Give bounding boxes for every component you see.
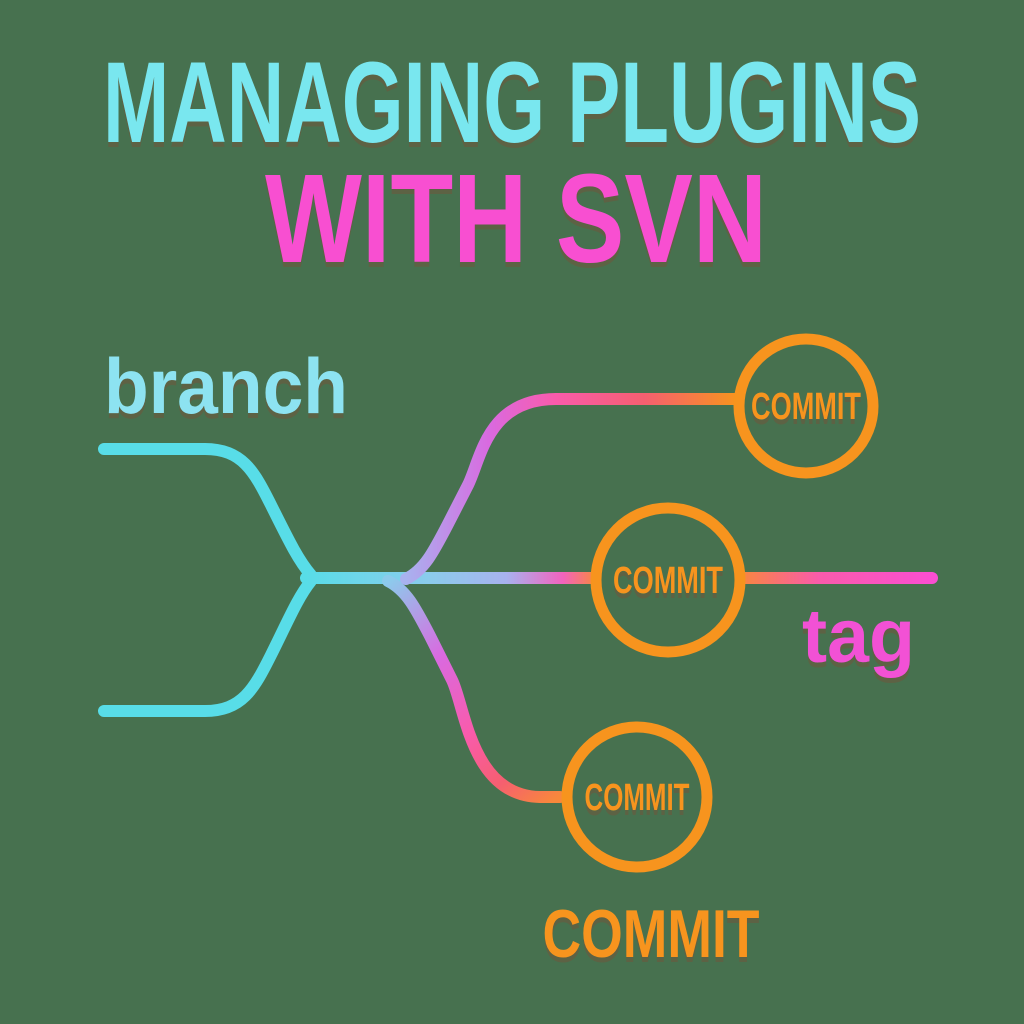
commit-node-top-label: COMMIT bbox=[751, 386, 861, 428]
commit-node-bottom bbox=[561, 721, 713, 873]
commit-node-bottom-label: COMMIT bbox=[585, 777, 690, 819]
page-title-line2: WITH SVN bbox=[265, 148, 767, 289]
page-title-line1: MANAGING PLUGINS bbox=[103, 39, 921, 167]
commit-line-bottom bbox=[382, 575, 566, 803]
branch-label: branch bbox=[104, 342, 348, 430]
tag-label: tag bbox=[802, 594, 915, 679]
commit-line-top bbox=[400, 393, 743, 585]
commit-label: COMMIT bbox=[543, 896, 760, 972]
commit-node-middle-label: COMMIT bbox=[613, 560, 723, 602]
commit-node-middle bbox=[590, 502, 746, 658]
branch-line-bottom bbox=[98, 575, 317, 717]
commit-node-top bbox=[733, 333, 879, 479]
branch-line-top bbox=[98, 443, 317, 581]
